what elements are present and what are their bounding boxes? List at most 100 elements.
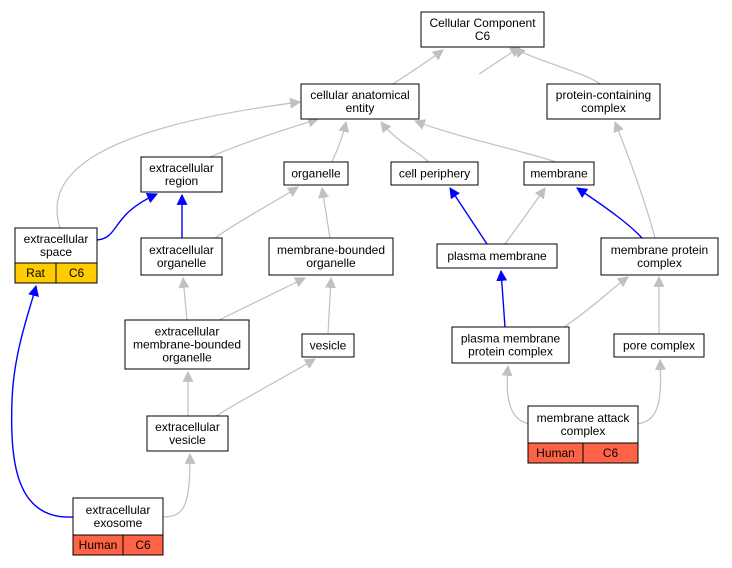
node-box bbox=[546, 83, 661, 120]
node-label-line: complex bbox=[581, 101, 626, 115]
node-box bbox=[14, 227, 98, 264]
gene-tag-cell bbox=[582, 442, 639, 464]
node-box bbox=[523, 161, 595, 186]
edge-gray-5 bbox=[380, 121, 430, 163]
edge-gray-24 bbox=[501, 364, 535, 425]
node-box bbox=[283, 161, 349, 186]
edge-gray-17 bbox=[218, 277, 306, 321]
edge-gray-13 bbox=[504, 187, 546, 245]
node-label-line: organelle bbox=[162, 351, 212, 365]
node-label-line: pore complex bbox=[623, 339, 695, 353]
node-box bbox=[436, 243, 558, 269]
node-box bbox=[300, 83, 420, 120]
edge-gray-26 bbox=[162, 452, 196, 518]
edges bbox=[10, 46, 666, 518]
gene-tag-cell bbox=[55, 262, 98, 284]
edge-gray-11 bbox=[318, 186, 331, 239]
species-tag-label: Human bbox=[79, 538, 118, 552]
edge-gray-10 bbox=[214, 186, 299, 239]
node-membrane[interactable]: membrane bbox=[523, 161, 595, 186]
edge-gray-4 bbox=[331, 120, 350, 163]
edge-blue-12 bbox=[449, 187, 488, 245]
node-label-line: complex bbox=[637, 256, 682, 270]
node-label-line: membrane attack bbox=[537, 411, 631, 425]
edge-gray-3 bbox=[209, 116, 320, 158]
gene-tag-label: C6 bbox=[603, 446, 619, 460]
edge-blue-19 bbox=[496, 269, 508, 328]
node-label-line: protein-containing bbox=[556, 88, 651, 102]
edge-gray-15 bbox=[613, 120, 656, 239]
node-label-line: space bbox=[40, 245, 72, 259]
edge-gray-25 bbox=[632, 358, 666, 425]
node-label-line: organelle bbox=[291, 167, 341, 181]
edge-gray-1 bbox=[514, 46, 601, 85]
node-plasma-membrane[interactable]: plasma membrane bbox=[436, 243, 558, 269]
node-label-line: extracellular bbox=[86, 503, 151, 517]
species-tag-label: Rat bbox=[26, 266, 45, 280]
node-label-line: exosome bbox=[94, 516, 143, 530]
node-label-line: cell periphery bbox=[399, 167, 470, 181]
node-box bbox=[600, 237, 719, 276]
node-pore-complex[interactable]: pore complex bbox=[613, 333, 705, 358]
edge-blue-8 bbox=[96, 193, 159, 241]
gene-tag-cell bbox=[122, 534, 164, 556]
node-box bbox=[140, 156, 223, 193]
node-label-line: complex bbox=[561, 424, 606, 438]
node-box bbox=[146, 415, 229, 452]
edge-gray-16 bbox=[178, 276, 190, 321]
node-label-line: region bbox=[165, 174, 198, 188]
node-box bbox=[390, 161, 479, 186]
node-label-line: Cellular Component bbox=[429, 16, 536, 30]
edge-gray-18 bbox=[324, 276, 336, 335]
node-box bbox=[140, 237, 223, 276]
species-tag-label: Human bbox=[536, 446, 575, 460]
node-label-line: cellular anatomical bbox=[310, 88, 409, 102]
node-box bbox=[72, 497, 164, 536]
node-box bbox=[527, 405, 639, 444]
node-label-line: membrane protein bbox=[611, 243, 708, 257]
node-label-line: vesicle bbox=[169, 433, 206, 447]
node-cell-periphery[interactable]: cell periphery bbox=[390, 161, 479, 186]
node-label-line: membrane-bounded bbox=[133, 338, 241, 352]
node-label-line: membrane bbox=[530, 167, 588, 181]
node-label-line: vesicle bbox=[310, 339, 347, 353]
edge-blue-27 bbox=[10, 284, 74, 518]
edge-gray-0 bbox=[478, 46, 521, 75]
node-organelle[interactable]: organelle bbox=[283, 161, 349, 186]
node-label-line: entity bbox=[346, 101, 375, 115]
gene-tag-label: C6 bbox=[69, 266, 85, 280]
node-vesicle[interactable]: vesicle bbox=[301, 333, 355, 358]
edge-gray-23 bbox=[215, 358, 316, 417]
edge-gray-2 bbox=[392, 49, 444, 85]
node-label-line: membrane-bounded bbox=[277, 243, 385, 257]
node-label-line: organelle bbox=[157, 256, 207, 270]
node-label-line: organelle bbox=[306, 256, 356, 270]
edge-blue-14 bbox=[576, 187, 643, 239]
node-box bbox=[451, 326, 570, 364]
node-label-line: extracellular bbox=[24, 232, 89, 246]
edge-gray-7 bbox=[56, 97, 302, 229]
node-label-line: extracellular bbox=[155, 420, 220, 434]
node-box bbox=[124, 319, 250, 370]
node-label-line: plasma membrane bbox=[447, 249, 547, 263]
node-box bbox=[268, 237, 394, 276]
node-box bbox=[613, 333, 705, 358]
node-box bbox=[420, 11, 545, 48]
node-label-line: extracellular bbox=[149, 161, 214, 175]
node-label-line: extracellular bbox=[149, 243, 214, 257]
